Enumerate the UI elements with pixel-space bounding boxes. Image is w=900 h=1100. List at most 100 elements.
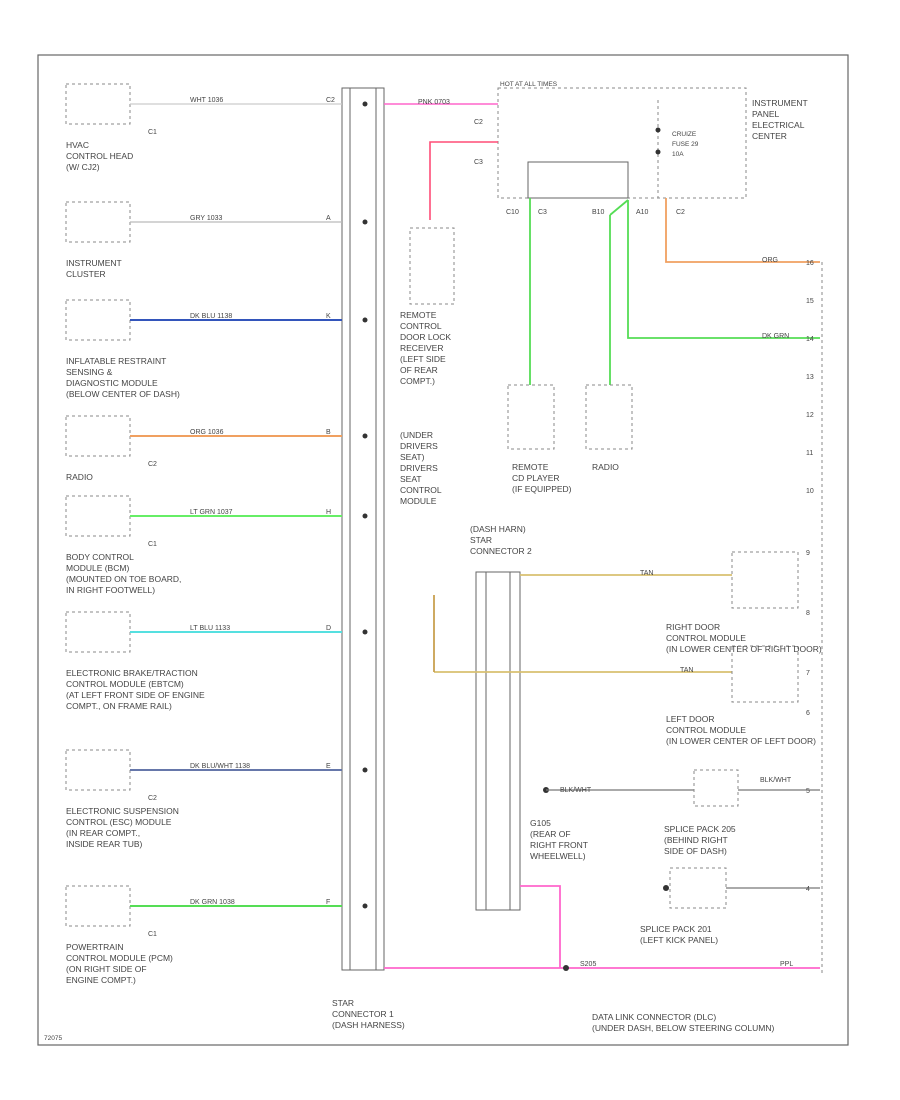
- star1-pin-2: [362, 317, 368, 323]
- dlc-pin-7: 7: [806, 670, 810, 677]
- wire-label-3: ORG 1036: [190, 429, 224, 436]
- top-wire-label: PNK 0703: [418, 99, 450, 106]
- wire-pnk-ground: [520, 885, 561, 968]
- star2-label-0: (DASH HARN): [470, 524, 526, 534]
- module-label-0-1: CONTROL HEAD: [66, 151, 133, 161]
- panel-1: INSTRUMENT: [752, 98, 808, 108]
- wire-org-dlc: [665, 198, 820, 263]
- conn-label-3: B: [326, 429, 331, 436]
- module-label-5-1: CONTROL MODULE (EBTCM): [66, 679, 184, 689]
- star1-label-1: CONNECTOR 1: [332, 1009, 394, 1019]
- conn-label-2: K: [326, 313, 331, 320]
- mid-pin-2: B10: [592, 209, 605, 216]
- splice-205-box: [693, 769, 739, 807]
- star-connector-2-body: [475, 571, 521, 911]
- star1-label-2: (DASH HARNESS): [332, 1020, 405, 1030]
- module-label-7-1: CONTROL MODULE (PCM): [66, 953, 173, 963]
- module-label-0-2: (W/ CJ2): [66, 162, 100, 172]
- receiver-label-1: CONTROL: [400, 321, 442, 331]
- star1-pin-1: [362, 219, 368, 225]
- ground-label-3: WHEELWELL): [530, 851, 586, 861]
- module-label-7-3: ENGINE COMPT.): [66, 975, 136, 985]
- seat-label-0: (UNDER: [400, 430, 433, 440]
- fuse-title: HOT AT ALL TIMES: [500, 81, 558, 88]
- wire-label-dkgrn: DK GRN: [762, 333, 789, 340]
- module-box-7: [65, 885, 131, 927]
- module-pin-7: C1: [148, 931, 157, 938]
- wire-label-6: DK BLU/WHT 1138: [190, 763, 250, 770]
- module-box-1: [65, 201, 131, 243]
- ldoor-label-1: CONTROL MODULE: [666, 725, 746, 735]
- dlc-pin-13: 13: [806, 374, 814, 381]
- wire-label-0: WHT 1036: [190, 97, 223, 104]
- wire-grn-dlc: [627, 200, 820, 339]
- fuse-name-1: CRUIZE: [672, 131, 697, 138]
- wire-label-2: DK BLU 1138: [190, 313, 232, 320]
- module-box-6: [65, 749, 131, 791]
- mid-pin-4: C2: [676, 209, 685, 216]
- wire-label-4: LT GRN 1037: [190, 509, 233, 516]
- remote-receiver-box: [409, 227, 455, 305]
- dlc-pin-10: 10: [806, 488, 814, 495]
- splice201-label-1: (LEFT KICK PANEL): [640, 935, 718, 945]
- wire-label-blkwht-r: BLK/WHT: [760, 777, 792, 784]
- module-label-0-0: HVAC: [66, 140, 89, 150]
- star2-label-1: STAR: [470, 535, 492, 545]
- module-box-0: [65, 83, 131, 125]
- radio-box-label: RADIO: [592, 462, 619, 472]
- dlc-pin-4: 4: [806, 886, 810, 893]
- conn-label-0: C2: [326, 97, 335, 104]
- top-conn-c2: C2: [474, 119, 483, 126]
- ground-label-1: (REAR OF: [530, 829, 571, 839]
- module-label-6-1: CONTROL (ESC) MODULE: [66, 817, 172, 827]
- module-box-2: [65, 299, 131, 341]
- dlc-label-0: DATA LINK CONNECTOR (DLC): [592, 1012, 716, 1022]
- conn-label-6: E: [326, 763, 331, 770]
- conn-label-7: F: [326, 899, 330, 906]
- module-label-7-0: POWERTRAIN: [66, 942, 123, 952]
- module-label-3-0: RADIO: [66, 472, 93, 482]
- dlc-pin-5: 5: [806, 788, 810, 795]
- rdoor-label-0: RIGHT DOOR: [666, 622, 720, 632]
- module-label-6-0: ELECTRONIC SUSPENSION: [66, 806, 179, 816]
- dlc-pin-11: 11: [806, 450, 813, 457]
- star1-pin-6: [362, 767, 368, 773]
- star1-pin-7: [362, 903, 368, 909]
- seat-label-4: SEAT: [400, 474, 422, 484]
- conn-label-1: A: [326, 215, 331, 222]
- module-label-4-1: MODULE (BCM): [66, 563, 129, 573]
- conn-label-5: D: [326, 625, 331, 632]
- module-pin-0: C1: [148, 129, 157, 136]
- ground-label-0: G105: [530, 818, 551, 828]
- module-box-4: [65, 495, 131, 537]
- star1-pin-4: [362, 513, 368, 519]
- mid-pin-3: A10: [636, 209, 649, 216]
- wire-label-org: ORG: [762, 257, 778, 264]
- module-box-5: [65, 611, 131, 653]
- mid-pin-1: C3: [538, 209, 547, 216]
- right-door-box: [731, 551, 799, 609]
- star-connector-1-body: [341, 87, 385, 971]
- mid-pin-0: C10: [506, 209, 519, 216]
- module-label-2-0: INFLATABLE RESTRAINT: [66, 356, 166, 366]
- fuse-name-2: FUSE 29: [672, 141, 699, 148]
- panel-3: ELECTRICAL: [752, 120, 805, 130]
- wire-label-tan-l: TAN: [680, 667, 693, 674]
- dlc-pin-9: 9: [806, 550, 810, 557]
- module-label-1-0: INSTRUMENT: [66, 258, 122, 268]
- ground-label-2: RIGHT FRONT: [530, 840, 588, 850]
- left-door-box: [731, 645, 799, 703]
- conn-label-4: H: [326, 509, 331, 516]
- fuse-name-3: 10A: [672, 151, 684, 158]
- star2-label-2: CONNECTOR 2: [470, 546, 532, 556]
- wire-label-pnk: PPL: [780, 961, 793, 968]
- radio-box: [585, 384, 633, 450]
- module-label-7-2: (ON RIGHT SIDE OF: [66, 964, 147, 974]
- star1-pin-0: [362, 101, 368, 107]
- wire-label-1: GRY 1033: [190, 215, 223, 222]
- diagram-code: 72075: [44, 1035, 62, 1042]
- rdoor-label-1: CONTROL MODULE: [666, 633, 746, 643]
